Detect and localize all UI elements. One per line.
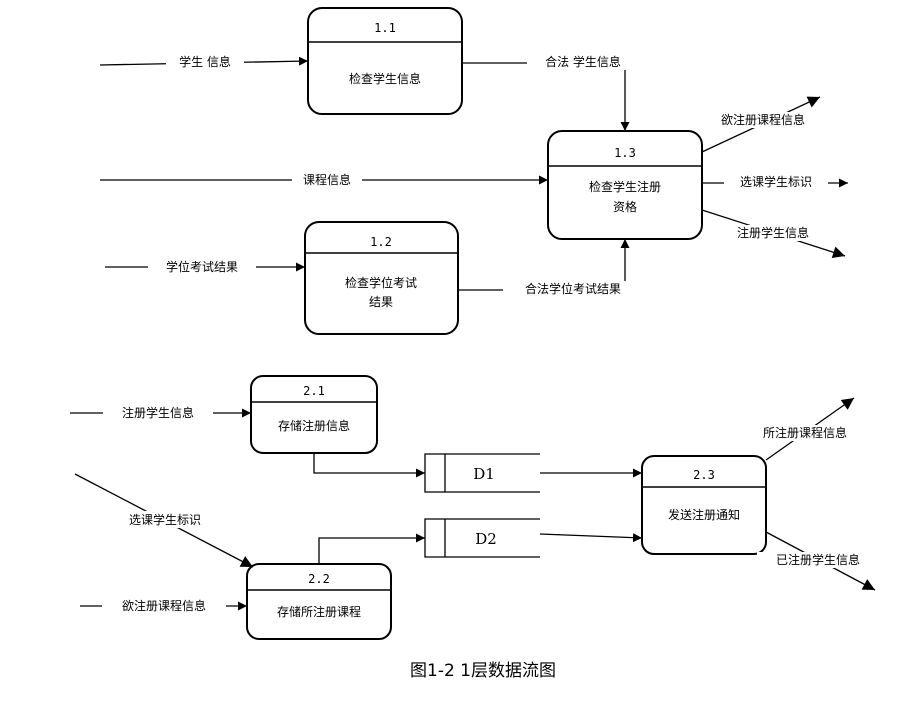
flow-label-course-student-id-out: 选课学生标识 [740,174,812,189]
process-1-1: 1.1 检查学生信息 [307,7,463,115]
process-2-3-id: 2.3 [693,468,715,482]
process-2-1-id: 2.1 [303,384,325,398]
flow-2-1-to-d1 [313,453,425,478]
flow-legal-degree-exam-result: 合法学位考试结果 [458,239,643,297]
process-1-3-name-line2: 资格 [613,199,637,214]
flow-legal-student-info: 合法 学生信息 [462,54,639,131]
flow-reg-student-info-in: 注册学生信息 [70,405,251,421]
process-1-2-name-line1: 检查学位考试 [345,275,417,290]
data-store-d2: D2 [424,518,540,558]
process-2-3: 2.3 发送注册通知 [641,455,767,555]
data-store-d2-label: D2 [475,530,497,548]
process-2-1: 2.1 存储注册信息 [250,375,378,454]
process-1-2-name-line2: 结果 [369,295,393,309]
flow-label-course-info: 课程信息 [303,172,351,187]
flow-label-course-student-id-in: 选课学生标识 [129,512,201,527]
process-2-2: 2.2 存储所注册课程 [246,563,392,640]
flow-course-info: 课程信息 [100,172,548,188]
process-1-3-name-line1: 检查学生注册 [589,179,661,194]
process-1-2: 1.2 检查学位考试 结果 [304,221,459,335]
flow-reg-student-info-out: 注册学生信息 [701,209,846,259]
flow-label-registered-course-info: 所注册课程信息 [763,425,847,440]
flow-registered-course-info: 所注册课程信息 [746,397,864,461]
flow-wish-course-info-in: 欲注册课程信息 [80,598,247,614]
flow-student-info: 学生 信息 [99,54,309,70]
process-1-3: 1.3 检查学生注册 资格 [547,130,703,240]
data-store-d1-label: D1 [473,465,495,483]
flow-label-degree-exam-result: 学位考试结果 [166,259,238,274]
flow-label-legal-student-info: 合法 学生信息 [545,54,621,69]
process-2-2-name: 存储所注册课程 [277,604,361,619]
data-store-d1: D1 [424,453,540,493]
figure-caption: 图1-2 1层数据流图 [410,661,556,681]
flow-label-wish-course-info-in: 欲注册课程信息 [122,598,206,613]
process-2-1-name: 存储注册信息 [278,418,350,433]
flow-label-wish-course-info-out: 欲注册课程信息 [721,112,805,127]
flow-course-student-id-out: 选课学生标识 [702,174,848,190]
process-1-1-name: 检查学生信息 [349,71,421,86]
flow-label-reg-student-info-in: 注册学生信息 [122,405,194,420]
flow-label-registered-student-info: 已注册学生信息 [776,552,860,567]
process-2-3-name: 发送注册通知 [668,507,740,522]
process-1-1-id: 1.1 [374,21,396,35]
flow-degree-exam-result: 学位考试结果 [105,259,305,275]
flow-2-2-to-d2 [318,533,425,564]
flow-wish-course-info-out: 欲注册课程信息 [701,96,824,153]
flow-label-legal-degree-exam-result: 合法学位考试结果 [525,281,621,296]
flow-course-student-id-in: 选课学生标识 [74,473,254,568]
flow-label-reg-student-info-out: 注册学生信息 [737,225,809,240]
flow-label-student-info: 学生 信息 [179,54,231,69]
process-2-2-id: 2.2 [308,572,330,586]
process-1-3-id: 1.3 [614,146,636,160]
process-1-2-id: 1.2 [370,235,392,249]
flow-registered-student-info: 已注册学生信息 [757,531,879,591]
flow-d2-to-2-3 [539,533,643,543]
